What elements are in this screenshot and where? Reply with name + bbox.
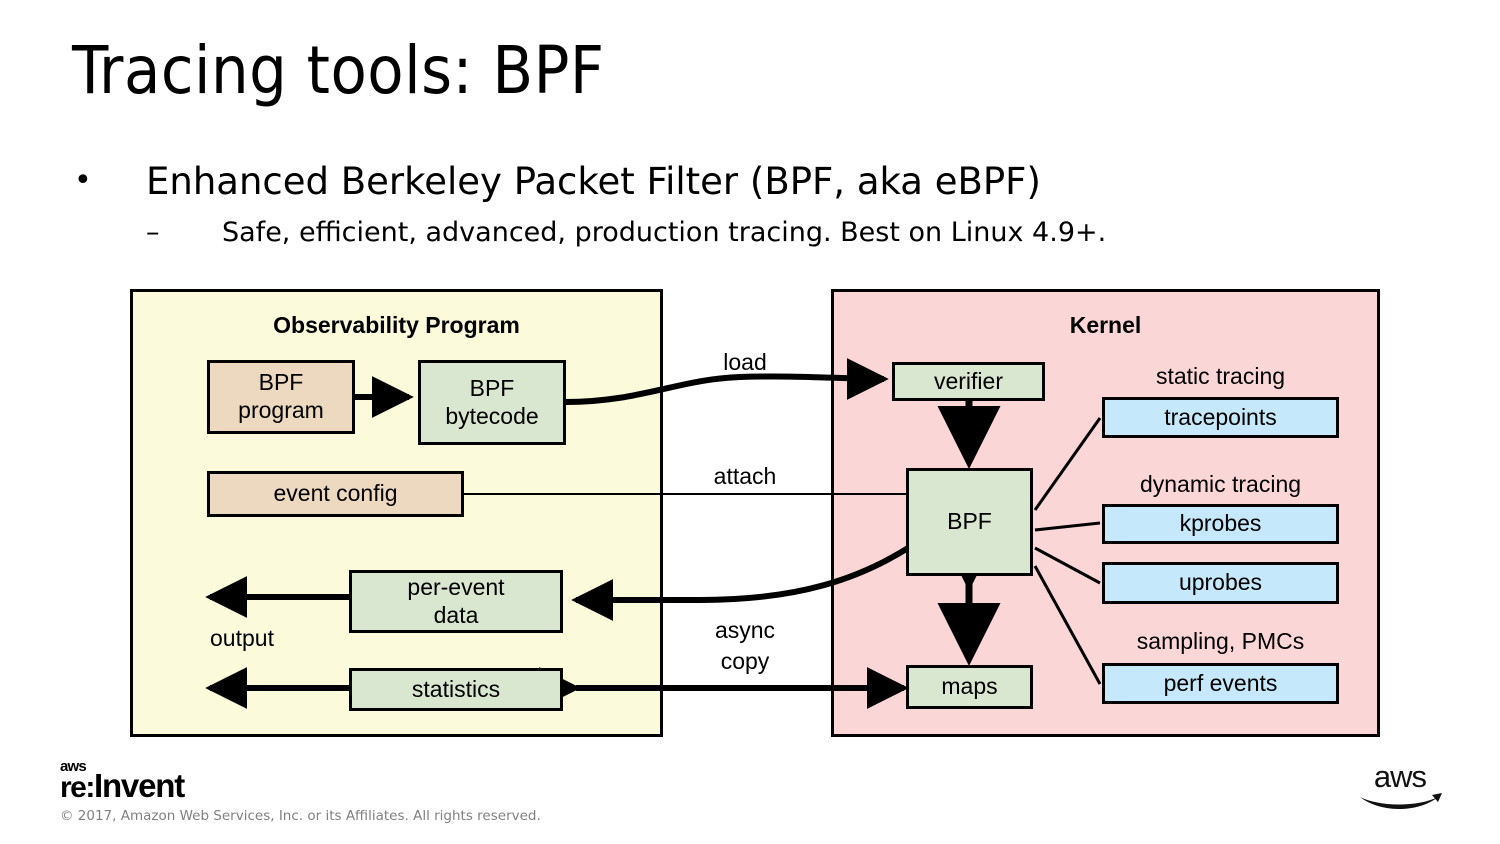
group-label-dynamic-tracing: dynamic tracing: [1139, 471, 1302, 497]
copyright-notice: © 2017, Amazon Web Services, Inc. or its…: [60, 808, 541, 824]
node-label-per-event-data: per-event data: [407, 573, 505, 628]
node-bpf-program: BPF program: [207, 360, 355, 434]
aws-logo: aws: [1352, 757, 1448, 815]
reinvent-logo: aws re: Invent: [60, 757, 250, 804]
arrow-async-copy-bpf-to-perevent: [571, 545, 910, 621]
node-label-tracepoints: tracepoints: [1164, 403, 1277, 430]
node-statistics: statistics: [349, 668, 563, 711]
node-event-config: event config: [207, 471, 464, 517]
panel-kernel: Kernel: [831, 289, 1380, 737]
aws-smile-swoosh: [1360, 797, 1438, 809]
edge-label-load: load: [723, 349, 767, 375]
panel-title-observability-program: Observability Program: [273, 312, 520, 338]
reinvent-re-text: re:: [60, 771, 94, 803]
node-per-event-data: per-event data: [349, 570, 563, 633]
group-label-static-tracing: static tracing: [1155, 363, 1286, 389]
node-label-kprobes: kprobes: [1179, 510, 1262, 537]
edge-label-output: output: [210, 625, 274, 651]
node-label-bpf: BPF: [947, 508, 992, 535]
node-bpf-bytecode: BPF bytecode: [418, 360, 566, 445]
line-bpf-uprobes: [1034, 546, 1101, 585]
node-label-bpf-bytecode: BPF bytecode: [445, 374, 539, 429]
edge-label-attach: attach: [713, 463, 777, 489]
node-kprobes: kprobes: [1102, 504, 1339, 544]
group-label-sampling-pmcs: sampling, PMCs: [1136, 628, 1305, 654]
bullet-text-secondary: Safe, efficient, advanced, production tr…: [222, 217, 1107, 249]
node-perf-events: perf events: [1102, 663, 1339, 704]
node-label-event-config: event config: [273, 480, 398, 507]
panel-title-kernel: Kernel: [1069, 312, 1142, 338]
node-label-verifier: verifier: [933, 367, 1003, 394]
node-label-maps: maps: [941, 673, 998, 700]
panel-observability-program: Observability Program: [130, 289, 663, 737]
line-bpf-tracepoints: [1033, 417, 1102, 511]
node-label-statistics: statistics: [411, 675, 501, 702]
reinvent-aws-text: aws: [60, 758, 86, 775]
node-tracepoints: tracepoints: [1102, 397, 1339, 438]
page-title: Tracing tools: BPF: [72, 32, 605, 109]
line-bpf-perf-events: [1033, 565, 1102, 685]
node-bpf: BPF: [906, 468, 1033, 576]
bullet-text-primary: Enhanced Berkeley Packet Filter (BPF, ak…: [146, 160, 1041, 203]
bullet-item-secondary: – Safe, efficient, advanced, production …: [70, 216, 1430, 250]
node-uprobes: uprobes: [1102, 562, 1339, 604]
node-label-perf-events: perf events: [1163, 669, 1278, 696]
node-verifier: verifier: [892, 362, 1045, 401]
line-bpf-kprobes: [1034, 521, 1101, 532]
bullet-marker-dash: –: [146, 217, 160, 249]
bullet-list: • Enhanced Berkeley Packet Filter (BPF, …: [70, 160, 1430, 250]
node-maps: maps: [906, 665, 1033, 709]
bullet-marker-dot: •: [74, 163, 92, 198]
node-label-uprobes: uprobes: [1178, 569, 1263, 596]
arrow-load-bytecode-to-verifier: [565, 357, 889, 405]
aws-wordmark-text: aws: [1374, 759, 1427, 794]
aws-swoosh-arrow: [1432, 793, 1442, 802]
bullet-item-primary: • Enhanced Berkeley Packet Filter (BPF, …: [70, 160, 1430, 204]
node-label-bpf-program: BPF program: [238, 369, 324, 423]
reinvent-invent-text: Invent: [94, 767, 185, 803]
edge-label-async-copy: async copy: [714, 617, 776, 675]
